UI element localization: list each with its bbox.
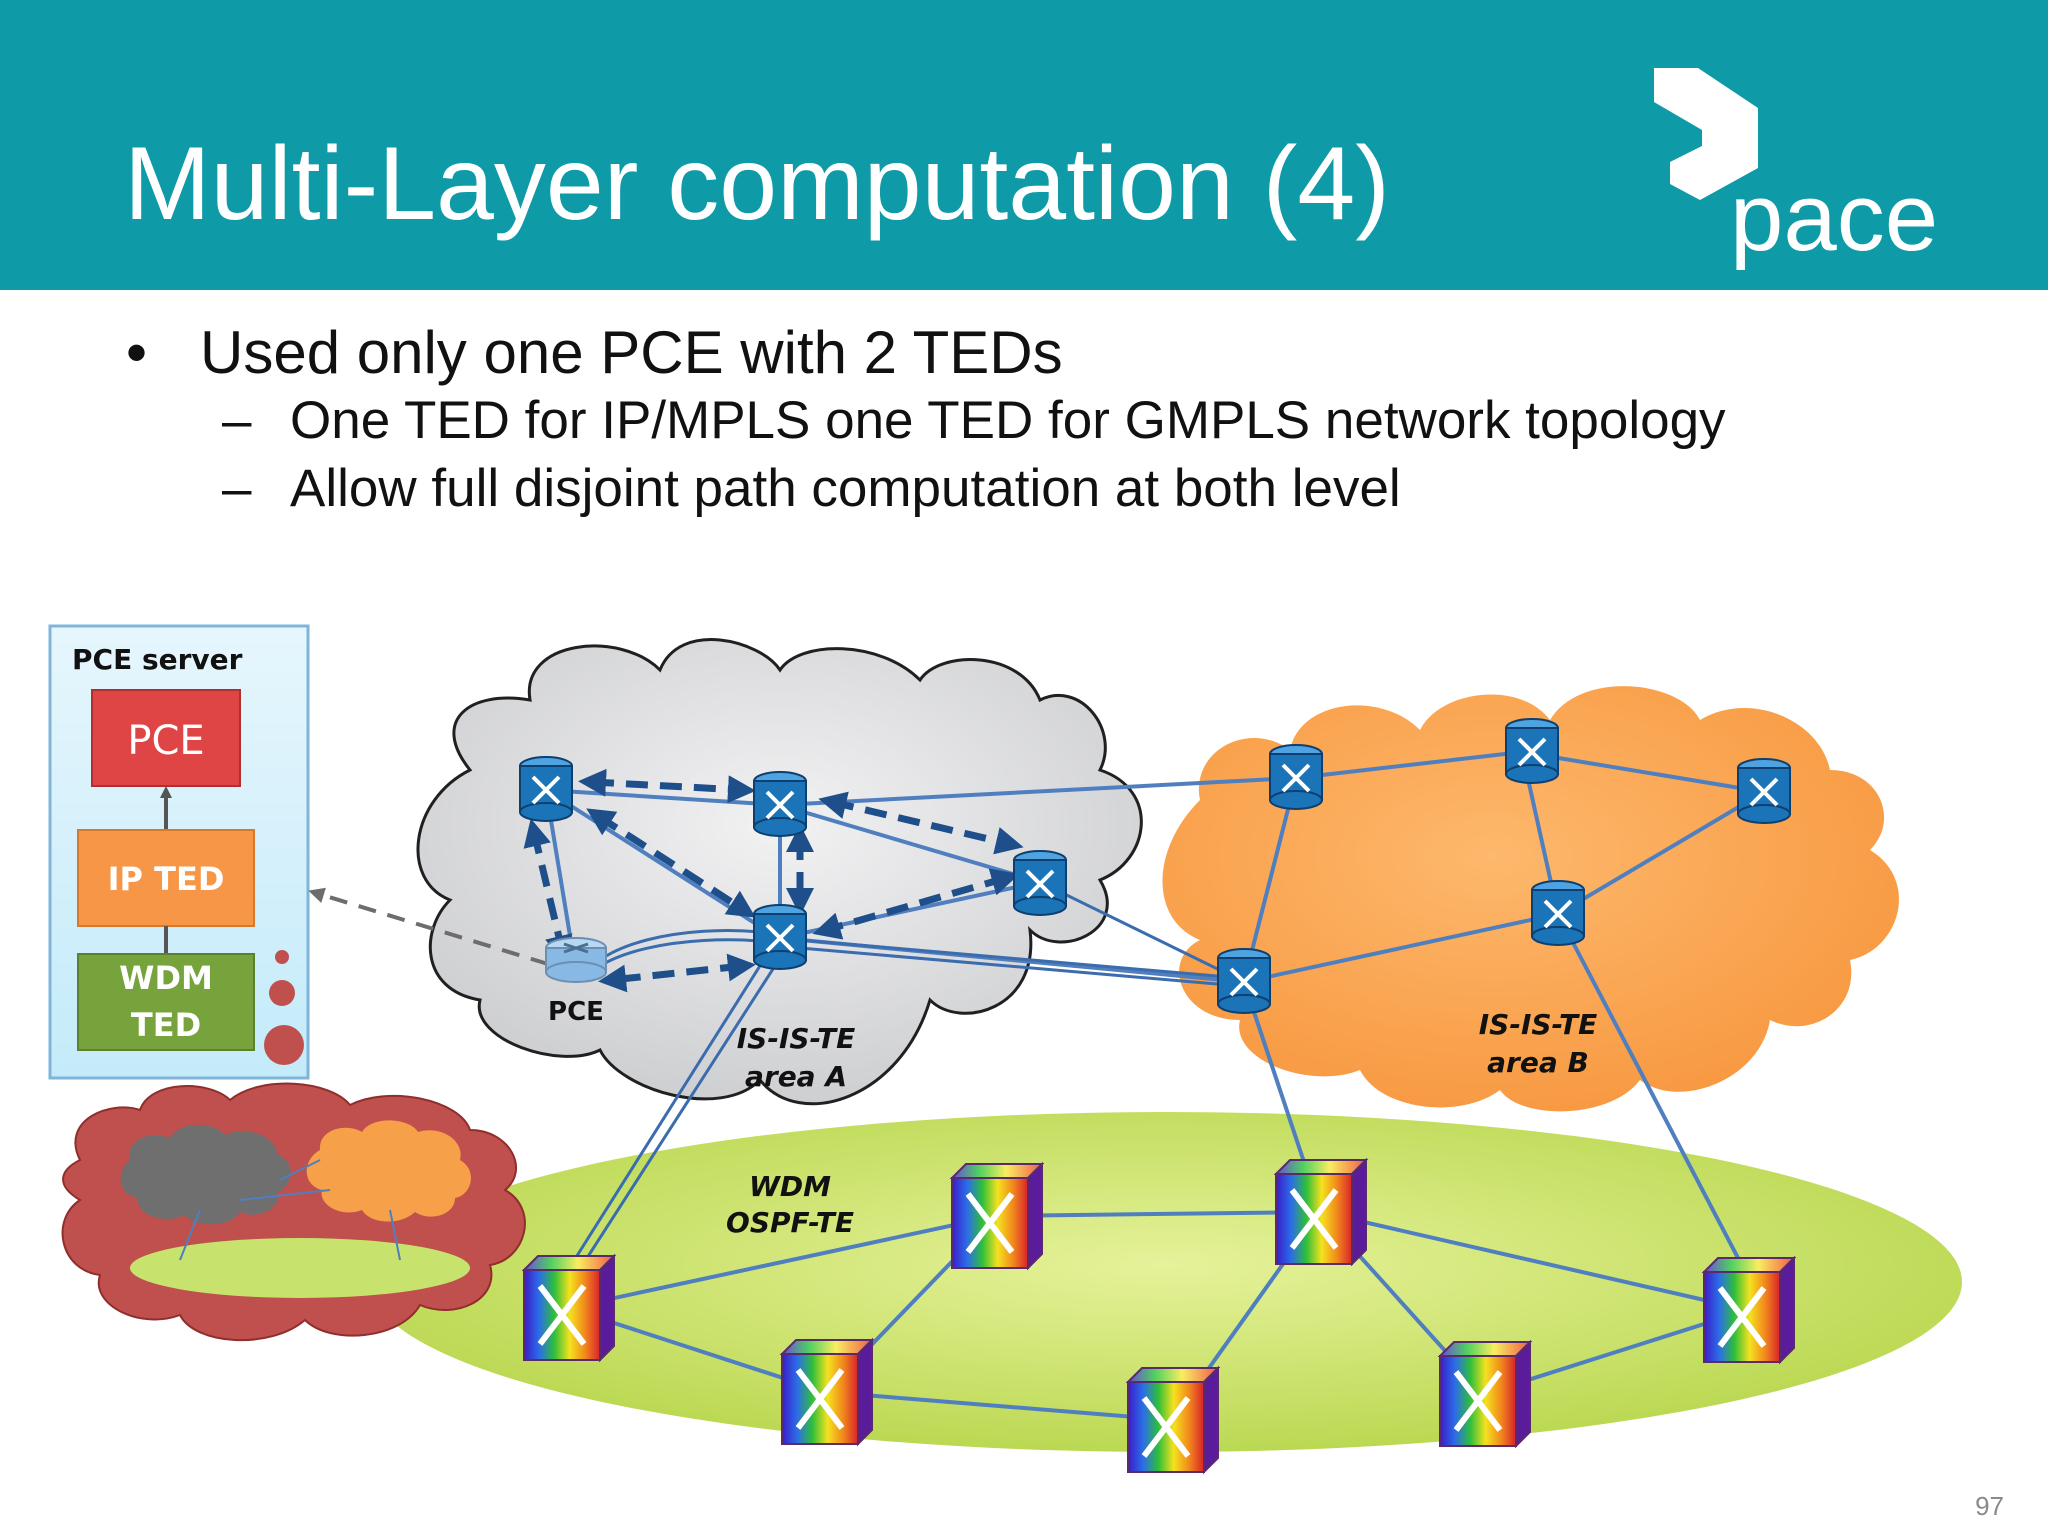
wdm-ted-label-line2: TED (131, 1006, 201, 1044)
sub-bullet-marker: – (222, 459, 252, 518)
wdm-label-line1: WDM (749, 1170, 831, 1203)
pace-logo-text: pace (1730, 164, 1938, 271)
pace-logo-mark (1654, 68, 1758, 200)
optical-switch-icon (521, 1253, 617, 1363)
area-b-label-line1: IS-IS-TE (1479, 1008, 1598, 1041)
optical-switch-icon (1125, 1365, 1221, 1475)
thought-bubble-small (275, 950, 289, 964)
router-icon (1505, 718, 1559, 784)
wdm-ted-label-line1: WDM (119, 959, 213, 997)
thought-bubble-large (264, 1025, 304, 1065)
pace-logo: pace (1654, 68, 1938, 271)
area-a-label-line2: area A (745, 1060, 847, 1093)
area-b-cloud (1162, 686, 1899, 1112)
wdm-ted-box (77, 953, 255, 1051)
wdm-label-line2: OSPF-TE (726, 1206, 854, 1239)
path-arrows (523, 768, 1024, 993)
ip-ted-box (77, 829, 255, 927)
pce-module-box (91, 689, 241, 787)
router-icon (519, 756, 573, 822)
mini-gray-cloud (120, 1124, 291, 1225)
mini-wdm-ellipse (130, 1238, 470, 1298)
router-icon (753, 904, 807, 970)
mini-links (179, 1159, 401, 1261)
router-icon (1531, 880, 1585, 946)
network-diagram: PCE server PCE IP TED WDM TED (48, 624, 1962, 1475)
area-b-label-line2: area B (1487, 1046, 1589, 1079)
bullet-text: Used only one PCE with 2 TEDs (200, 319, 1063, 386)
optical-switch-icon (1701, 1255, 1797, 1365)
area-a-label-line1: IS-IS-TE (737, 1022, 856, 1055)
optical-switch-icon (949, 1161, 1045, 1271)
router-icon (1217, 948, 1271, 1014)
mini-layers-cloud (61, 1082, 526, 1342)
router-icon (1013, 850, 1067, 916)
pce-module-label: PCE (127, 718, 204, 764)
optical-switch-icon (779, 1337, 875, 1447)
slide-title: Multi-Layer computation (4) (124, 126, 1390, 242)
title-bar: Multi-Layer computation (4) pace (0, 0, 2048, 290)
pce-to-server-arrow (308, 887, 549, 966)
sub-bullet-text: One TED for IP/MPLS one TED for GMPLS ne… (290, 391, 1726, 450)
pce-node-label: PCE (548, 997, 604, 1027)
optical-switches (521, 1157, 1797, 1475)
optical-switch-icon (1273, 1157, 1369, 1267)
optical-switch-icon (1437, 1339, 1533, 1449)
sub-bullet-marker: – (222, 391, 252, 450)
thought-bubble-medium (269, 980, 295, 1006)
router-icon (1737, 758, 1791, 824)
ip-ted-label: IP TED (108, 860, 225, 898)
sub-bullet-text: Allow full disjoint path computation at … (290, 459, 1401, 518)
router-icon (1269, 744, 1323, 810)
page-number: 97 (1975, 1491, 2004, 1521)
bullet-marker: • (126, 319, 148, 386)
ip-routers (519, 718, 1791, 1014)
pce-server-title: PCE server (72, 643, 243, 676)
mini-orange-cloud (306, 1120, 471, 1222)
pce-node-icon (545, 937, 607, 983)
router-icon (753, 771, 807, 837)
